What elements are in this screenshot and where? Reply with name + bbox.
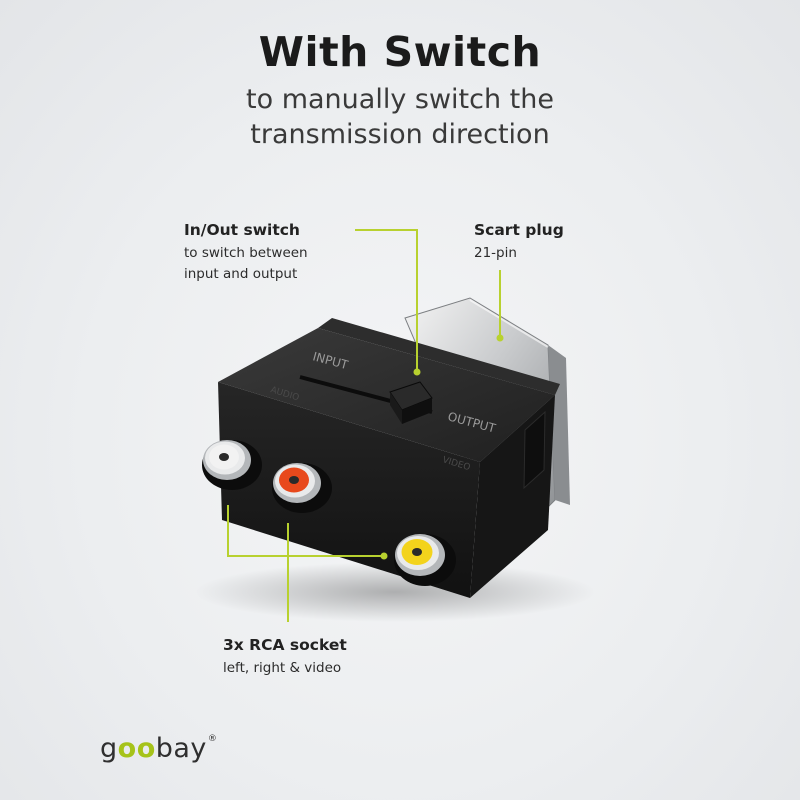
goobay-logo: goobay® — [100, 733, 218, 764]
switch-callout-title: In/Out switch — [184, 221, 300, 239]
rca-socket-left[interactable] — [202, 440, 262, 490]
rca-socket-video[interactable] — [394, 534, 456, 586]
rca-socket-right[interactable] — [272, 463, 332, 513]
scart-callout-title: Scart plug — [474, 221, 564, 239]
in-out-switch-slider[interactable] — [389, 381, 433, 424]
callout-line-switch — [355, 229, 418, 372]
callout-dot-scart — [496, 334, 504, 342]
subtitle-line-2: transmission direction — [250, 119, 550, 150]
rca-callout-title: 3x RCA socket — [223, 636, 347, 654]
callout-line-rca — [227, 505, 384, 557]
switch-callout-line-1: to switch between — [184, 245, 308, 261]
callout-lines — [227, 229, 504, 622]
scart-callout-line-1: 21-pin — [474, 245, 517, 261]
page-title: With Switch — [258, 28, 542, 76]
callout-dot-switch — [413, 368, 421, 376]
adapter-top-face — [218, 328, 555, 462]
switch-callout-line-2: input and output — [184, 266, 298, 282]
subtitle-line-1: to manually switch the — [246, 84, 554, 115]
rca-callout-line-1: left, right & video — [223, 660, 342, 676]
callout-dot-rca — [380, 552, 388, 560]
floor-shadow — [195, 562, 595, 622]
